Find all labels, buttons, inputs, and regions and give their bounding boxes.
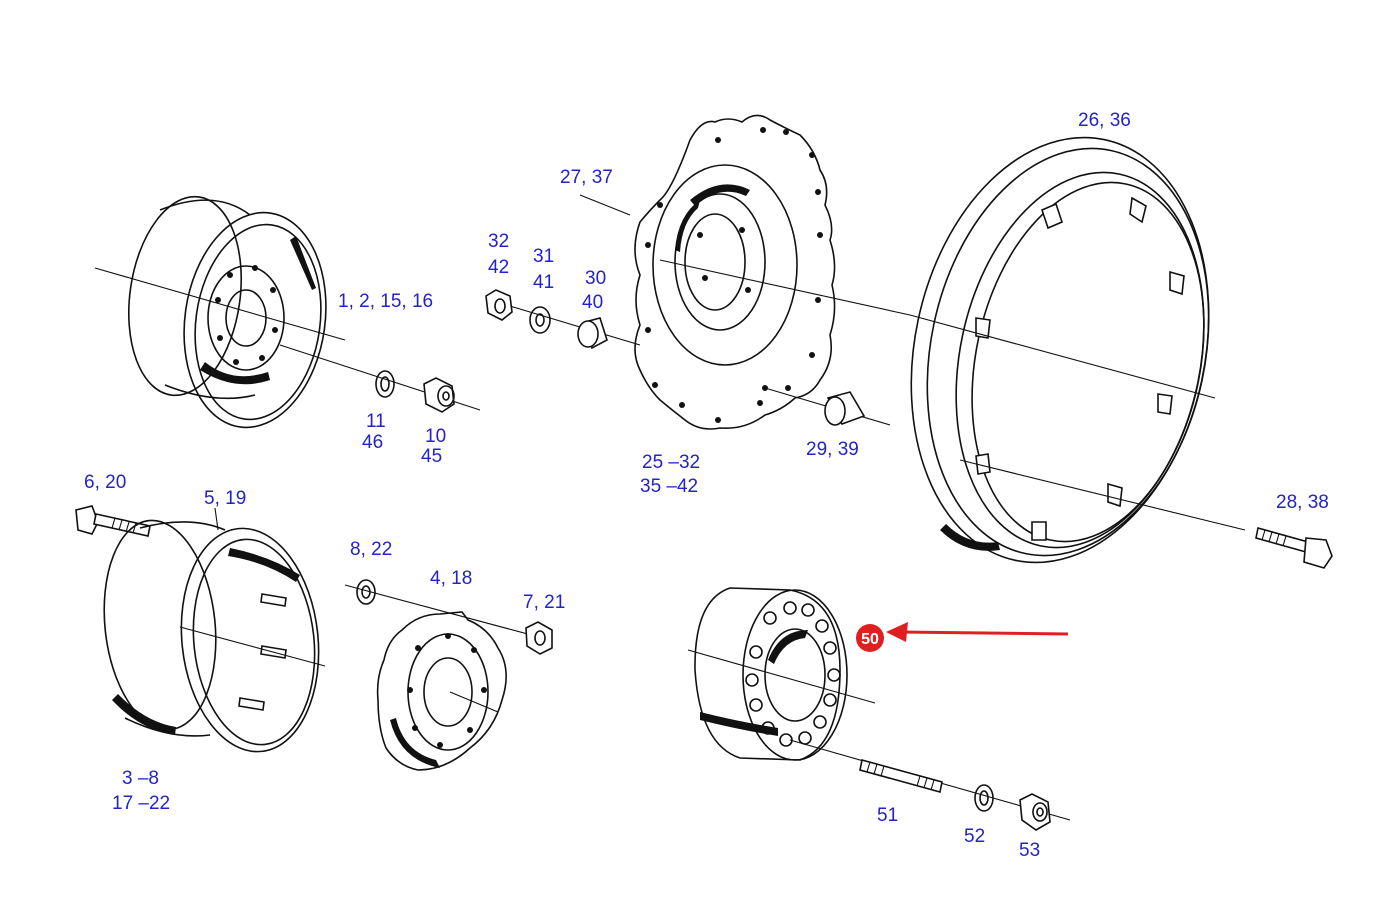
highlight-arrow bbox=[886, 622, 1069, 642]
nut-7-21 bbox=[525, 621, 553, 655]
highlight-label: 50 bbox=[861, 631, 879, 648]
nut-32-42 bbox=[485, 289, 513, 321]
leader-27-37 bbox=[579, 194, 631, 216]
large-rim-26-36 bbox=[910, 136, 1210, 564]
hub-4-18 bbox=[376, 611, 507, 771]
label-27-37[interactable]: 27, 37 bbox=[560, 167, 613, 188]
label-11[interactable]: 11 bbox=[366, 411, 386, 432]
bolt-28-38 bbox=[1255, 526, 1333, 569]
axis-line-10 bbox=[687, 649, 876, 704]
label-32[interactable]: 32 bbox=[488, 231, 509, 252]
axis-line-8 bbox=[344, 584, 551, 641]
axis-line-3 bbox=[659, 259, 911, 316]
bushing-30-40 bbox=[577, 317, 608, 350]
label-5-19[interactable]: 5, 19 bbox=[204, 488, 246, 509]
spring-washer-11 bbox=[375, 370, 395, 398]
spacer-ring-50 bbox=[694, 587, 848, 761]
label-10[interactable]: 10 bbox=[425, 426, 446, 447]
label-7-21[interactable]: 7, 21 bbox=[523, 592, 565, 613]
label-51[interactable]: 51 bbox=[877, 805, 898, 826]
hub-plate-25-32 bbox=[634, 114, 836, 430]
label-46[interactable]: 46 bbox=[362, 432, 383, 453]
label-28-38[interactable]: 28, 38 bbox=[1276, 492, 1329, 513]
spacer-29-39 bbox=[824, 391, 866, 426]
label-30[interactable]: 30 bbox=[585, 268, 606, 289]
label-52[interactable]: 52 bbox=[964, 826, 985, 847]
bolt-6-20 bbox=[75, 505, 151, 537]
axis-line-5 bbox=[909, 314, 1216, 399]
axis-line-7 bbox=[179, 626, 326, 667]
label-1-2-15-16[interactable]: 1, 2, 15, 16 bbox=[338, 291, 433, 312]
label-45[interactable]: 45 bbox=[421, 446, 442, 467]
wheel-nut-10 bbox=[423, 377, 455, 413]
label-25-32[interactable]: 25 –32 bbox=[642, 452, 700, 473]
label-17-22[interactable]: 17 –22 bbox=[112, 793, 170, 814]
label-26-36[interactable]: 26, 36 bbox=[1078, 110, 1131, 131]
label-29-39[interactable]: 29, 39 bbox=[806, 439, 859, 460]
axis-line-2 bbox=[489, 299, 641, 346]
wheel-rim-2 bbox=[103, 519, 320, 753]
washer-31-41 bbox=[529, 306, 551, 334]
label-53[interactable]: 53 bbox=[1019, 840, 1040, 861]
label-3-8[interactable]: 3 –8 bbox=[122, 768, 159, 789]
axis-line-9 bbox=[449, 691, 499, 713]
label-8-22[interactable]: 8, 22 bbox=[350, 539, 392, 560]
label-35-42[interactable]: 35 –42 bbox=[640, 476, 698, 497]
label-40[interactable]: 40 bbox=[582, 292, 603, 313]
label-6-20[interactable]: 6, 20 bbox=[84, 472, 126, 493]
label-42[interactable]: 42 bbox=[488, 257, 509, 278]
stud-51 bbox=[859, 759, 943, 793]
label-41[interactable]: 41 bbox=[533, 272, 554, 293]
washer-8-22 bbox=[356, 579, 376, 605]
highlight-marker-50[interactable]: 50 bbox=[856, 624, 884, 652]
spring-washer-52 bbox=[974, 784, 994, 812]
wheel-rim-1 bbox=[94, 195, 346, 429]
label-4-18[interactable]: 4, 18 bbox=[430, 568, 472, 589]
label-31[interactable]: 31 bbox=[533, 246, 554, 267]
nut-53 bbox=[1019, 793, 1051, 831]
axis-line-6 bbox=[959, 459, 1246, 531]
